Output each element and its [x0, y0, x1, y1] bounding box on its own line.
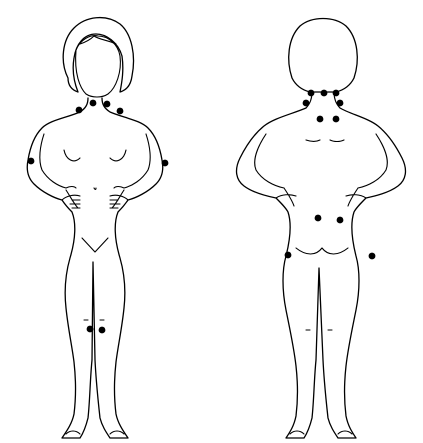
tender-point [28, 158, 35, 165]
tender-point [308, 90, 315, 97]
front-breast-right [110, 150, 126, 161]
tender-point [315, 215, 322, 222]
front-right-arm [110, 134, 150, 208]
tender-point [90, 100, 97, 107]
back-shoulder-blades [306, 140, 344, 142]
front-breast-left [64, 150, 80, 161]
front-groin [82, 238, 108, 252]
back-feet [290, 431, 352, 434]
tender-point [76, 107, 83, 114]
tender-point [303, 100, 310, 107]
tender-point [369, 253, 376, 260]
front-right-fingers [110, 200, 120, 208]
back-tender-points [285, 90, 376, 260]
front-left-arm [40, 134, 80, 208]
front-face [76, 36, 121, 97]
front-navel [94, 188, 96, 190]
tender-point [162, 160, 169, 167]
tender-point [333, 90, 340, 97]
front-tender-points [28, 100, 169, 334]
back-left-arm [255, 134, 296, 206]
tender-point [87, 326, 94, 333]
front-left-fingers [70, 200, 80, 208]
tender-point [104, 101, 111, 108]
tender-point [337, 217, 344, 224]
back-figure [237, 19, 406, 439]
tender-point [99, 327, 106, 334]
tender-point [285, 252, 292, 259]
tender-point [317, 116, 324, 123]
front-hair [63, 18, 133, 92]
tender-point [321, 90, 328, 97]
tender-point [337, 100, 344, 107]
front-figure [27, 18, 163, 438]
back-hair [289, 19, 358, 93]
tender-point [117, 108, 124, 115]
back-body-outline [237, 108, 406, 438]
back-buttocks [296, 248, 348, 254]
back-right-arm [346, 134, 387, 206]
front-body-outline [27, 98, 163, 438]
tender-point [333, 116, 340, 123]
front-feet [66, 431, 124, 434]
